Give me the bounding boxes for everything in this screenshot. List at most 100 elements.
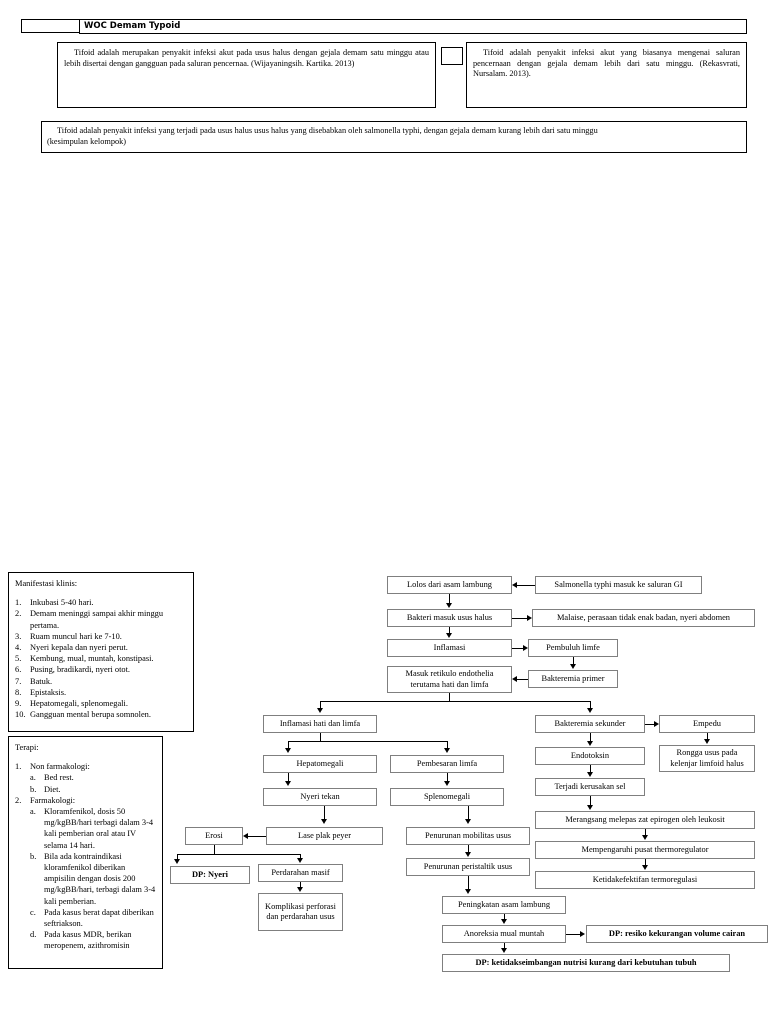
arrow-right-icon	[654, 721, 659, 727]
arrow-right-icon	[527, 615, 532, 621]
arrow-down-icon	[587, 772, 593, 777]
arrow-down-icon	[587, 741, 593, 746]
arrow-right-icon	[523, 645, 528, 651]
manifestasi-item-text: Nyeri kepala dan nyeri perut.	[30, 643, 128, 653]
definition-box-right: Tifoid adalah penyakit infeksi akut yang…	[466, 42, 747, 108]
list-marker: 1.	[15, 598, 22, 608]
node-dp-ketidakseimbangan: DP: ketidakseimbangan nutrisi kurang dar…	[442, 954, 730, 972]
terapi-sub-item-text: Pada kasus MDR, berikan meropenem, azith…	[44, 930, 132, 951]
terapi-sub-item: b.Diet.	[30, 784, 156, 795]
manifestasi-item-text: Ruam muncul hari ke 7-10.	[30, 631, 122, 641]
terapi-sub-item: d. Pada kasus MDR, berikan meropenem, azi…	[30, 929, 156, 951]
node-masuk-retikulo: Masuk retikulo endothelia terutama hati …	[387, 666, 512, 693]
connector-line	[468, 845, 469, 853]
arrow-down-icon	[642, 835, 648, 840]
connector-line	[248, 836, 266, 837]
arrow-down-icon	[587, 805, 593, 810]
arrow-down-icon	[444, 781, 450, 786]
arrow-left-icon	[512, 676, 517, 682]
empty-square-box	[441, 47, 463, 65]
connector-line	[300, 854, 301, 859]
connector-line	[517, 585, 535, 586]
terapi-title: Terapi:	[15, 743, 39, 752]
arrow-down-icon	[446, 603, 452, 608]
arrow-down-icon	[444, 748, 450, 753]
terapi-sub-item-text: Bila ada kontraindikasi kloramfenikol di…	[44, 851, 156, 906]
arrow-down-icon	[501, 948, 507, 953]
connector-line	[590, 701, 591, 709]
arrow-down-icon	[465, 889, 471, 894]
list-marker: 2.	[15, 609, 22, 619]
terapi-sub-item-text: Kloramfenikol, dosis 50 mg/kgBB/hari ter…	[44, 807, 154, 850]
node-penurunan-peristaltik: Penurunan peristaltik usus	[406, 858, 530, 876]
arrow-down-icon	[174, 859, 180, 864]
terapi-list: 1.Non farmakologi:a.Bed rest.b.Diet.2.Fa…	[15, 761, 156, 951]
connector-line	[504, 943, 505, 949]
connector-line	[300, 882, 301, 888]
manifestasi-item: 10.Gangguan mental berupa somnolen.	[15, 709, 187, 720]
list-marker: 3.	[15, 631, 22, 641]
manifestasi-item: 7.Batuk.	[15, 676, 187, 687]
node-ketidakefektifan-termo: Ketidakefektifan termoregulasi	[535, 871, 755, 889]
manifestasi-item-text: Kembung, mual, muntah, konstipasi.	[30, 654, 154, 664]
manifestasi-item: 2. Demam meninggi sampai akhir minggu per…	[15, 608, 187, 630]
terapi-sublist: a.Bed rest.b.Diet.	[30, 772, 156, 794]
connector-line	[288, 741, 289, 749]
arrow-down-icon	[321, 819, 327, 824]
connector-line	[512, 648, 523, 649]
manifestasi-item: 9.Hepatomegali, splenomegali.	[15, 698, 187, 709]
list-marker: 10.	[15, 710, 26, 720]
terapi-sub-item-text: Pada kasus berat dapat diberikan seftria…	[44, 907, 154, 929]
list-marker: 5.	[15, 654, 22, 664]
manifestasi-item-text: Hepatomegali, splenomegali.	[30, 699, 128, 709]
connector-line	[645, 859, 646, 866]
node-malaise: Malaise, perasaan tidak enak badan, nyer…	[532, 609, 755, 627]
connector-line	[504, 914, 505, 920]
manifestasi-item-text: Pusing, bradikardi, nyeri otot.	[30, 665, 131, 675]
connector-line	[590, 765, 591, 773]
arrow-down-icon	[285, 748, 291, 753]
definition-box-conclusion: Tifoid adalah penyakit infeksi yang terj…	[41, 121, 747, 153]
arrow-left-icon	[512, 582, 517, 588]
connector-line	[590, 796, 591, 806]
manifestasi-item-text: Inkubasi 5-40 hari.	[30, 598, 94, 608]
connector-line	[468, 806, 469, 820]
arrow-left-icon	[243, 833, 248, 839]
list-marker: a.	[30, 807, 36, 817]
list-marker: 2.	[15, 795, 22, 805]
node-lase-plak-peyer: Lase plak peyer	[266, 827, 383, 845]
arrow-down-icon	[446, 633, 452, 638]
terapi-group-text: Farmakologi:	[30, 795, 76, 805]
manifestasi-item: 3. Ruam muncul hari ke 7-10.	[15, 631, 187, 642]
list-marker: c.	[30, 907, 36, 917]
node-lolos-asam-lambung: Lolos dari asam lambung	[387, 576, 512, 594]
manifestasi-klinis-panel: Manifestasi klinis: 1. Inkubasi 5-40 hari…	[8, 572, 194, 732]
list-marker: a.	[30, 773, 36, 783]
terapi-sub-item: c. Pada kasus berat dapat diberikan seftr…	[30, 907, 156, 929]
arrow-down-icon	[465, 819, 471, 824]
terapi-group: 2. Farmakologi: a. Kloramfenikol, dosis 50 …	[15, 795, 156, 952]
arrow-down-icon	[285, 781, 291, 786]
connector-line	[324, 806, 325, 820]
list-marker: d.	[30, 930, 37, 940]
node-nyeri-tekan: Nyeri tekan	[263, 788, 377, 806]
manifestasi-title: Manifestasi klinis:	[15, 579, 78, 588]
terapi-sub-item: a.Bed rest.	[30, 772, 156, 783]
arrow-down-icon	[587, 708, 593, 713]
list-marker: b.	[30, 784, 37, 794]
manifestasi-item-text: Batuk.	[30, 676, 53, 686]
list-marker: 8.	[15, 687, 22, 697]
connector-line	[177, 854, 178, 860]
node-erosi: Erosi	[185, 827, 243, 845]
node-inflamasi-hati-limfa: Inflamasi hati dan limfa	[263, 715, 377, 733]
connector-line	[468, 876, 469, 890]
connector-line	[512, 618, 527, 619]
list-marker: 1.	[15, 762, 22, 772]
arrow-down-icon	[297, 858, 303, 863]
manifestasi-item-text: Demam meninggi sampai akhir minggu perta…	[30, 609, 164, 630]
manifestasi-list: 1. Inkubasi 5-40 hari. 2. Demam meninggi sa…	[15, 597, 187, 720]
terapi-sub-item: b.Bila ada kontraindikasi kloramfenikol …	[30, 851, 156, 907]
node-perdarahan-masif: Perdarahan masif	[258, 864, 343, 882]
arrow-down-icon	[704, 739, 710, 744]
node-endotoksin: Endotoksin	[535, 747, 645, 765]
